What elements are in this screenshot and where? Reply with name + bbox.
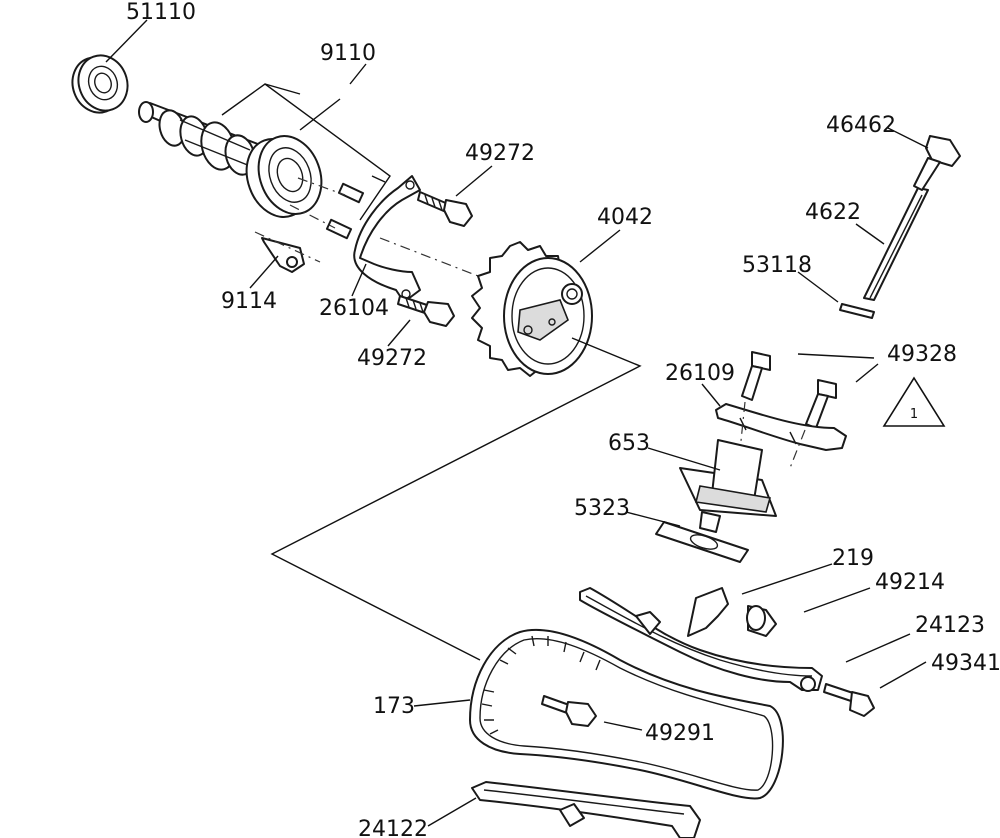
callout-53118: 53118: [742, 253, 812, 278]
callout-4622: 4622: [805, 200, 861, 225]
callout-9110: 9110: [320, 41, 376, 66]
callout-51110: 51110: [126, 0, 196, 25]
callout-219: 219: [832, 546, 874, 571]
callout-49272-bottom: 49272: [357, 346, 427, 371]
camshaft-assembly-9110: [138, 83, 391, 240]
callout-49291: 49291: [645, 721, 715, 746]
guide-pin-4622: [863, 187, 929, 301]
bolt-49291: [541, 695, 597, 727]
guide-plate-26109: [715, 401, 847, 471]
callout-49272-top: 49272: [465, 141, 535, 166]
chain-path-outline: [270, 337, 642, 661]
timing-chain-173: [469, 628, 784, 800]
bearing-51110: [71, 54, 129, 114]
callout-46462: 46462: [826, 113, 896, 138]
bolt-49272-top: [417, 191, 473, 227]
washer-53118: [839, 303, 875, 319]
tensioner-arm-24123: [579, 587, 823, 691]
callout-24123: 24123: [915, 613, 985, 638]
bolt-49341: [800, 676, 875, 717]
bolt-46462: [913, 135, 961, 191]
callout-labels: 51110 9110 49272 4042 9114 26104 49272 4…: [126, 0, 1000, 838]
warning-triangle-label: 1: [910, 407, 918, 422]
leader-lines: [105, 19, 929, 827]
callout-26109: 26109: [665, 361, 735, 386]
chain-guide-24122: [471, 781, 701, 838]
callout-9114: 9114: [221, 289, 277, 314]
plate-26104: [353, 175, 421, 303]
callout-26104: 26104: [319, 296, 389, 321]
gasket-5323: [655, 521, 749, 563]
axis-line: [379, 237, 541, 301]
bracket-219: [687, 587, 729, 637]
spacer-49214: [746, 605, 777, 637]
callout-49341: 49341: [931, 651, 1000, 676]
callout-5323: 5323: [574, 496, 630, 521]
screw-49328-left: [741, 351, 771, 401]
callout-49214: 49214: [875, 570, 945, 595]
screw-49328-right: [805, 379, 837, 429]
cam-sprocket-4042: [471, 241, 593, 377]
bolt-49272-bottom: [397, 295, 455, 327]
chain-tensioner-653: [679, 439, 777, 533]
pin-9114: [254, 231, 321, 273]
callout-4042: 4042: [597, 205, 653, 230]
callout-653: 653: [608, 431, 650, 456]
callout-49328: 49328: [887, 342, 957, 367]
callout-24122: 24122: [358, 817, 428, 838]
warning-triangle-icon: 1: [882, 376, 946, 427]
callout-173: 173: [373, 694, 415, 719]
